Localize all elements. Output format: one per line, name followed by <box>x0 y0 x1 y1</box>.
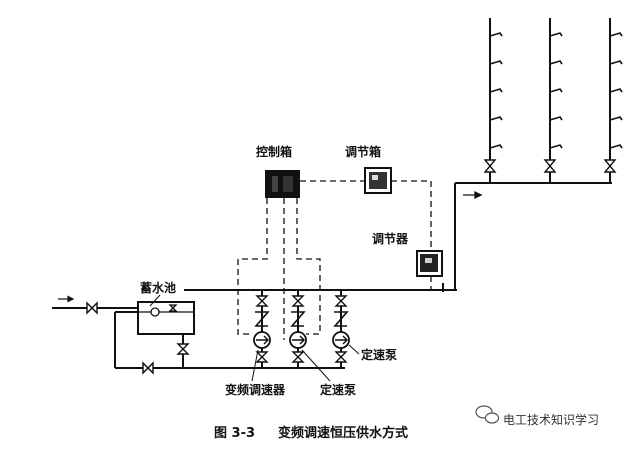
valve-icon <box>334 351 348 363</box>
fixed-pump-right-label: 定速泵 <box>361 347 397 362</box>
valve-icon <box>176 343 190 355</box>
valve-icon <box>291 351 305 363</box>
figure-number: 图 3-3 <box>214 426 255 441</box>
valve-icon <box>483 159 497 173</box>
storage-tank <box>137 301 195 335</box>
regulating-box <box>364 167 392 194</box>
valve-icon <box>291 295 305 307</box>
valve-icon <box>255 295 269 307</box>
figure-title: 变频调速恒压供水方式 <box>278 425 408 441</box>
riser-valves <box>483 159 617 173</box>
tank-internals <box>138 304 194 317</box>
pump-glyphs <box>256 335 348 345</box>
vfd-label: 变频调速器 <box>225 382 286 397</box>
check-valves <box>254 311 349 327</box>
control-lines <box>237 180 432 340</box>
regulator-label: 调节器 <box>372 231 409 246</box>
check-valve-icon <box>290 311 306 327</box>
watermark-text: 电工技术知识学习 <box>503 412 599 427</box>
pump-set <box>261 290 342 368</box>
check-valve-icon <box>254 311 270 327</box>
riser-1-taps <box>489 32 503 149</box>
control-box <box>265 170 300 198</box>
valve-icon <box>86 301 98 315</box>
float-ball-icon <box>150 307 160 317</box>
storage-tank-label: 蓄水池 <box>140 280 176 295</box>
inlet-arrow-icon <box>58 295 75 303</box>
check-valve-icon <box>333 311 349 327</box>
valve-icon <box>334 295 348 307</box>
regulating-box-label: 调节箱 <box>345 144 381 159</box>
regulator <box>416 250 443 277</box>
valve-icon <box>142 361 154 375</box>
pump-valves <box>255 295 348 363</box>
fixed-pump-bottom-label: 定速泵 <box>320 382 356 397</box>
wechat-logo-icon <box>475 405 500 424</box>
flow-arrow-icon <box>463 190 483 200</box>
valve-icon <box>543 159 557 173</box>
valve-icon <box>603 159 617 173</box>
valve-icon <box>255 351 269 363</box>
riser-3-taps <box>609 32 623 149</box>
control-box-label: 控制箱 <box>256 144 292 159</box>
label-leaders <box>251 344 360 382</box>
riser-group <box>489 18 623 183</box>
riser-2-taps <box>549 32 563 149</box>
tank-label-leader <box>149 294 161 307</box>
